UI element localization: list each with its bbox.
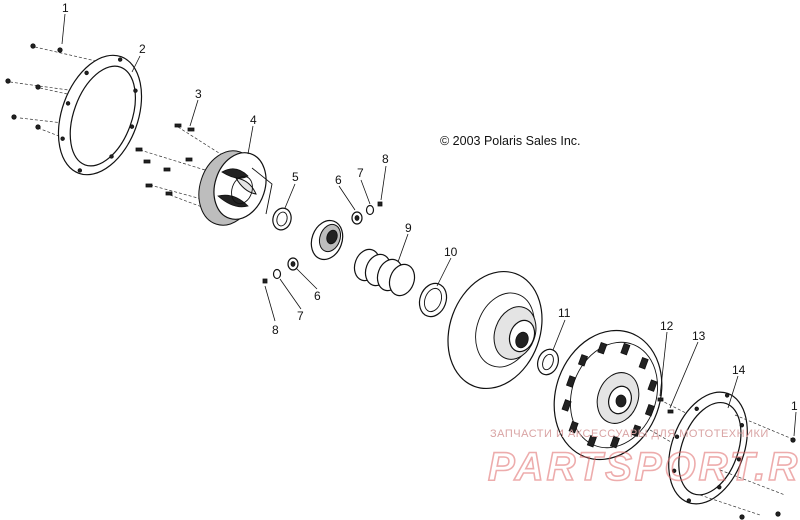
callout-13: 13 — [692, 329, 706, 343]
bolts-left — [5, 43, 63, 130]
watermark: ЗАПЧАСТИ И АКСЕССУАРЫ ДЛЯ МОТОТЕХНИКИ PA… — [487, 428, 800, 490]
callout-1b: 1 — [791, 399, 798, 413]
callout-7b: 7 — [297, 309, 304, 323]
bolts-part-3 — [135, 123, 231, 211]
housing-part-4 — [198, 150, 273, 226]
callout-2: 2 — [139, 42, 146, 56]
callout-9: 9 — [405, 221, 412, 235]
callout-labels: 1 2 3 4 5 6 7 8 9 10 6 7 8 11 12 13 14 1 — [62, 1, 798, 413]
callout-10: 10 — [444, 245, 458, 259]
copyright-text: © 2003 Polaris Sales Inc. — [440, 134, 581, 148]
washer-part-11 — [537, 348, 559, 376]
callout-11: 11 — [558, 306, 571, 320]
callout-1a: 1 — [62, 1, 69, 15]
callout-3: 3 — [195, 87, 202, 101]
seal-ring-part-5 — [272, 207, 292, 231]
bolts-right — [699, 414, 796, 520]
watermark-logo: PARTSPORT.RU — [488, 445, 800, 489]
washer-screw-lower — [262, 257, 299, 284]
callout-6b: 6 — [314, 289, 321, 303]
watermark-tagline: ЗАПЧАСТИ И АКСЕССУАРЫ ДЛЯ МОТОТЕХНИКИ — [490, 428, 769, 440]
leader-lines — [61, 13, 797, 437]
callout-6a: 6 — [335, 173, 342, 187]
gasket-left — [57, 54, 143, 176]
callout-7a: 7 — [357, 166, 364, 180]
callout-8a: 8 — [382, 152, 389, 166]
callout-14: 14 — [732, 363, 746, 377]
drive-sheave — [447, 270, 543, 390]
ring-part-10 — [418, 282, 448, 318]
cover-assembly — [553, 329, 663, 461]
callout-12: 12 — [660, 319, 674, 333]
callout-4: 4 — [250, 113, 257, 127]
callout-8b: 8 — [272, 323, 279, 337]
bearing-hub — [310, 219, 344, 261]
spring-set-part-9 — [353, 248, 416, 297]
callout-5: 5 — [292, 170, 299, 184]
washer-screw-upper — [351, 201, 383, 225]
